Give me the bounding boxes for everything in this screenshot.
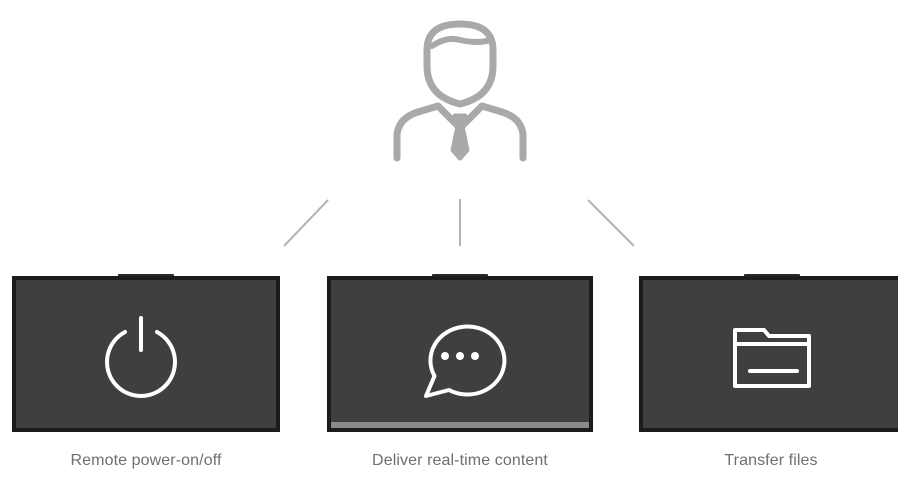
chat-bubble-icon [424, 324, 507, 398]
screen-files [639, 274, 898, 432]
chat-dot-icon [441, 352, 449, 360]
connector-line-right [587, 199, 635, 247]
screen-panel [639, 276, 898, 432]
user-hair-shape [429, 35, 493, 49]
screen-bezel-strip [331, 422, 589, 428]
chat-dot-icon [471, 352, 479, 360]
user-tie-shape [450, 113, 470, 161]
chat-dot-icon [456, 352, 464, 360]
caption-remote-power: Remote power-on/off [70, 452, 222, 469]
user-head-shape [423, 20, 497, 108]
folder-icon [733, 328, 811, 388]
user-tie-icon [393, 20, 527, 162]
caption-deliver-content: Deliver real-time content [372, 452, 548, 469]
screen-power [12, 274, 280, 432]
screen-chat [327, 274, 593, 432]
screen-panel [12, 276, 280, 432]
connector-line-left [283, 199, 329, 247]
caption-transfer-files: Transfer files [724, 452, 818, 469]
power-icon [105, 316, 177, 398]
